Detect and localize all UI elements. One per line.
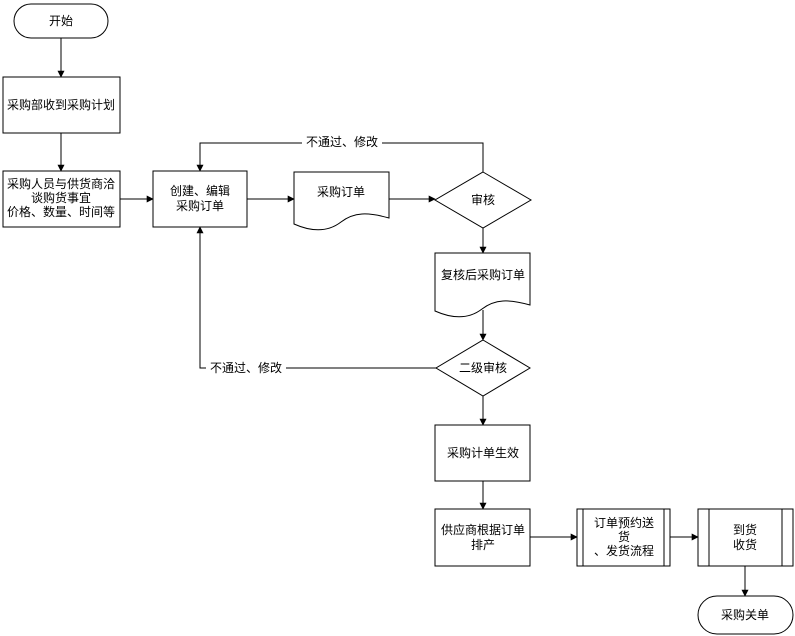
create-order-label-2: 采购订单 [176, 198, 224, 213]
supplier-production-box [434, 508, 531, 567]
receive-plan-label: 采购部收到采购计划 [7, 97, 115, 112]
delivery-label-3: 、发货流程 [594, 543, 654, 558]
plan-effective-box [434, 424, 531, 482]
level2-review-label: 二级审核 [459, 360, 507, 375]
order-document [293, 171, 390, 231]
arrival-label-2: 收货 [733, 537, 757, 552]
arrival-label-1: 到货 [733, 522, 757, 537]
negotiate-label-1: 采购人员与供货商洽 [7, 176, 115, 191]
delivery-label-2: 货 [618, 529, 630, 544]
start-label: 开始 [49, 14, 73, 28]
recheck-doc-label: 复核后采购订单 [441, 267, 525, 282]
supplier-production-label-2: 排产 [471, 538, 495, 552]
delivery-label-1: 订单预约送 [594, 515, 654, 530]
negotiate-label-3: 价格、数量、时间等 [7, 204, 115, 219]
review-label: 审核 [471, 192, 495, 207]
create-order-label-1: 创建、编辑 [170, 183, 230, 198]
edge-level2-reject [196, 226, 436, 369]
level2-reject-label: 不通过、修改 [210, 360, 282, 375]
review-reject-label: 不通过、修改 [306, 134, 378, 149]
negotiate-label-2: 谈购货事宜 [31, 190, 91, 205]
create-order-box [152, 170, 248, 228]
supplier-production-label-1: 供应商根据订单 [441, 522, 525, 537]
arrival-process-box [697, 508, 794, 567]
receive-plan-box [2, 76, 121, 134]
plan-effective-label: 采购计单生效 [447, 445, 519, 460]
order-doc-label: 采购订单 [317, 184, 365, 199]
close-order-label: 采购关单 [721, 607, 769, 622]
recheck-document [434, 252, 531, 318]
